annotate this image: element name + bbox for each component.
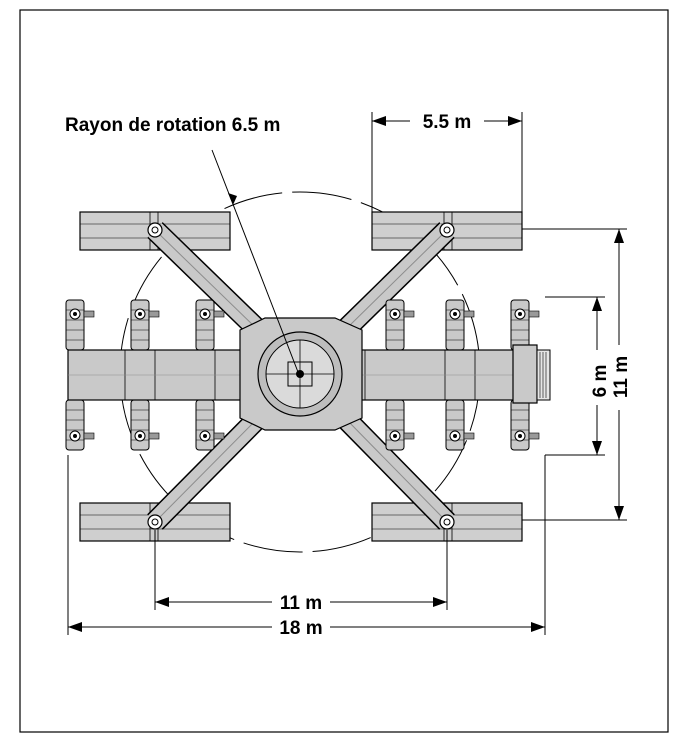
dimension-carrier-width xyxy=(545,296,605,456)
dimension-outrigger-span-vertical xyxy=(522,228,627,521)
frame-border xyxy=(19,9,669,733)
rotation-radius-label: Rayon de rotation 6.5 m xyxy=(65,115,280,136)
outrigger-width-label: 5.5 m xyxy=(423,112,472,133)
carrier-wheels xyxy=(65,299,540,451)
wheel-assembly xyxy=(510,399,540,451)
wheel-assembly xyxy=(65,299,95,351)
dimension-outrigger-span-horizontal xyxy=(154,530,448,610)
wheel-assembly xyxy=(130,399,160,451)
wheel-assembly xyxy=(195,299,225,351)
wheel-assembly xyxy=(510,299,540,351)
carrier-width-label: 6 m xyxy=(590,365,611,398)
wheel-assembly xyxy=(130,299,160,351)
outrigger-beam-bottom-left xyxy=(147,410,266,530)
wheel-assembly xyxy=(385,299,415,351)
dimension-overall-length xyxy=(67,455,546,635)
wheel-assembly xyxy=(385,399,415,451)
wheel-assembly xyxy=(65,399,95,451)
outrigger-beam-top-right xyxy=(337,222,455,338)
outrigger-span-horizontal-label: 11 m xyxy=(280,593,322,614)
radius-leader-line xyxy=(211,149,299,373)
overall-length-label: 18 m xyxy=(279,618,322,639)
wheel-assembly xyxy=(195,399,225,451)
outrigger-beam-bottom-right xyxy=(337,410,455,530)
turntable-base xyxy=(239,317,363,431)
outrigger-span-vertical-label: 11 m xyxy=(611,356,632,398)
wheel-assembly xyxy=(445,399,475,451)
wheel-assembly xyxy=(445,299,475,351)
outrigger-beam-top-left xyxy=(147,222,266,338)
carrier-cab xyxy=(512,344,551,404)
radius-leader-arrow xyxy=(228,193,237,205)
dimension-outrigger-width xyxy=(371,112,523,212)
